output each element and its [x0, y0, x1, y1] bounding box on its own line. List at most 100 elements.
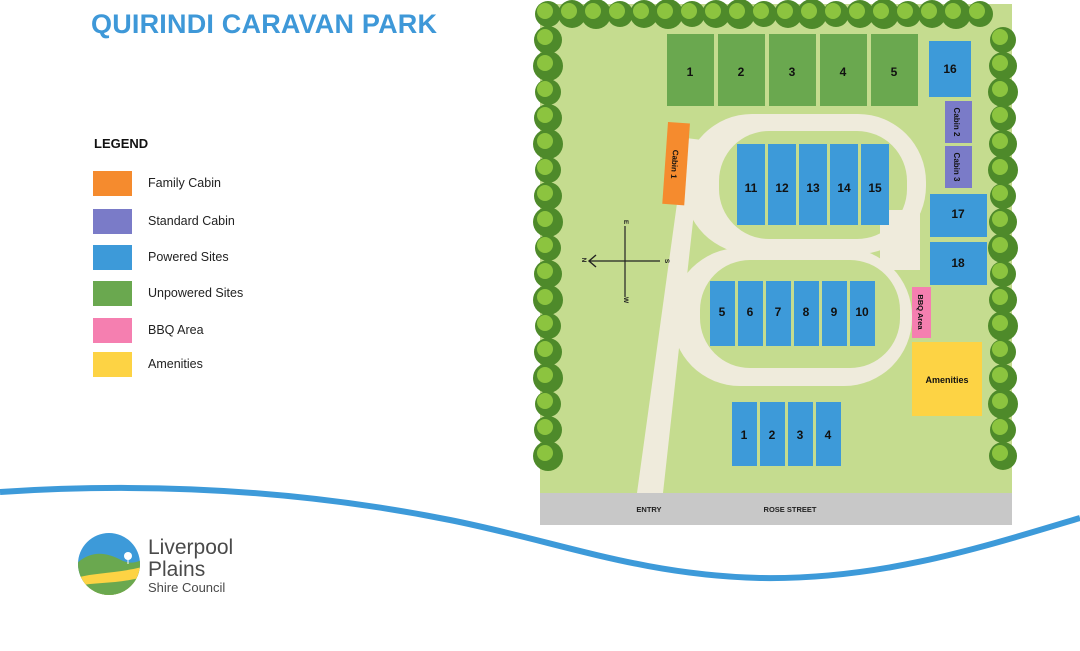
site-label: 13: [806, 181, 820, 195]
tree-highlight: [945, 3, 961, 19]
decorative-wave: [0, 484, 1080, 582]
compass-rose: N S E W: [580, 220, 670, 304]
site-label: 4: [825, 428, 832, 442]
bbq-area-swatch: [93, 318, 132, 343]
site-label: 8: [803, 305, 810, 319]
site-label: 4: [840, 65, 847, 79]
powered-site-10: [850, 281, 875, 346]
tree-highlight: [897, 3, 913, 19]
amenities-block: [912, 342, 982, 416]
unpowered-site-2: [718, 34, 765, 106]
page-title: QUIRINDI CARAVAN PARK: [91, 9, 438, 39]
site-label: 12: [775, 181, 789, 195]
tree-highlight: [585, 3, 601, 19]
cabin-label: Cabin 1: [669, 149, 680, 179]
tree-highlight: [537, 55, 553, 71]
tree-highlight: [825, 3, 841, 19]
powered-sites-swatch: [93, 245, 132, 270]
tree-highlight: [705, 3, 721, 19]
site-label: 3: [797, 428, 804, 442]
tree-highlight: [992, 263, 1008, 279]
legend-item-bbq-area: BBQ Area: [93, 318, 313, 344]
unpowered-site-4: [820, 34, 867, 106]
site-label: 2: [738, 65, 745, 79]
powered-site-17: [930, 194, 987, 237]
tree-border: [533, 0, 1018, 471]
tree-highlight: [537, 445, 553, 461]
tree-highlight: [729, 3, 745, 19]
tree-highlight: [537, 289, 553, 305]
tree-highlight: [992, 107, 1008, 123]
tree-highlight: [992, 315, 1008, 331]
site-label: 5: [719, 305, 726, 319]
tree-highlight: [537, 315, 553, 331]
legend-label: Standard Cabin: [148, 214, 235, 228]
tree-highlight: [753, 3, 769, 19]
legend-label: Family Cabin: [148, 176, 221, 190]
tree-highlight: [992, 133, 1008, 149]
tree-highlight: [992, 211, 1008, 227]
tree-highlight: [992, 81, 1008, 97]
site-label: 10: [855, 305, 869, 319]
standard-cabin-2: [945, 101, 972, 143]
tree-highlight: [849, 3, 865, 19]
legend-item-unpowered-sites: Unpowered Sites: [93, 281, 313, 307]
tree-highlight: [537, 81, 553, 97]
tree-highlight: [801, 3, 817, 19]
site-label: 15: [868, 181, 882, 195]
legend-label: Unpowered Sites: [148, 286, 244, 300]
tree-highlight: [657, 3, 673, 19]
powered-site-16: [929, 41, 971, 97]
legend-heading: LEGEND: [94, 136, 149, 151]
street-label: ROSE STREET: [764, 505, 817, 514]
compass-n: N: [580, 258, 587, 263]
tree-highlight: [537, 393, 553, 409]
unpowered-sites-swatch: [93, 281, 132, 306]
standard-cabin-3: [945, 146, 972, 188]
tree-highlight: [992, 29, 1008, 45]
logo-line-3: Shire Council: [148, 580, 226, 595]
powered-sites-middle: [710, 281, 875, 346]
compass-e: E: [622, 220, 629, 225]
powered-site-12: [768, 144, 796, 225]
site-label: 18: [951, 256, 965, 270]
site-label: 6: [747, 305, 754, 319]
council-logo: [78, 533, 140, 595]
tree-highlight: [537, 159, 553, 175]
site-label: 1: [687, 65, 694, 79]
tree-highlight: [537, 263, 553, 279]
logo-line-2: Plains: [148, 558, 206, 581]
site-label: 9: [831, 305, 838, 319]
tree-highlight: [537, 211, 553, 227]
site-label: 3: [789, 65, 796, 79]
tree-highlight: [537, 29, 553, 45]
entry-label: ENTRY: [636, 505, 661, 514]
tree-highlight: [992, 159, 1008, 175]
amenities-label: Amenities: [925, 375, 968, 385]
tree-highlight: [992, 185, 1008, 201]
logo-line-1: Liverpool: [148, 536, 234, 559]
tree-highlight: [537, 3, 553, 19]
tree-highlight: [873, 3, 889, 19]
powered-site-6: [738, 281, 763, 346]
bbq-area: [912, 287, 931, 338]
powered-site-2: [760, 402, 785, 466]
powered-sites-bottom: [732, 402, 841, 466]
tree-highlight: [992, 393, 1008, 409]
legend-item-standard-cabin: Standard Cabin: [93, 209, 313, 235]
unpowered-sites: 1 2 3 4 5: [667, 34, 918, 106]
legend-label: BBQ Area: [148, 323, 204, 337]
family-cabin-swatch: [93, 171, 132, 196]
tree-highlight: [992, 341, 1008, 357]
site-label: 17: [951, 207, 965, 221]
unpowered-site-1: [667, 34, 714, 106]
cabin-label: Cabin 3: [952, 153, 961, 182]
site-label: 14: [837, 181, 851, 195]
tree-highlight: [777, 3, 793, 19]
tree-highlight: [537, 107, 553, 123]
compass-s: S: [663, 259, 670, 264]
tree-highlight: [992, 419, 1008, 435]
legend-label: Amenities: [148, 357, 203, 371]
tree-highlight: [992, 289, 1008, 305]
